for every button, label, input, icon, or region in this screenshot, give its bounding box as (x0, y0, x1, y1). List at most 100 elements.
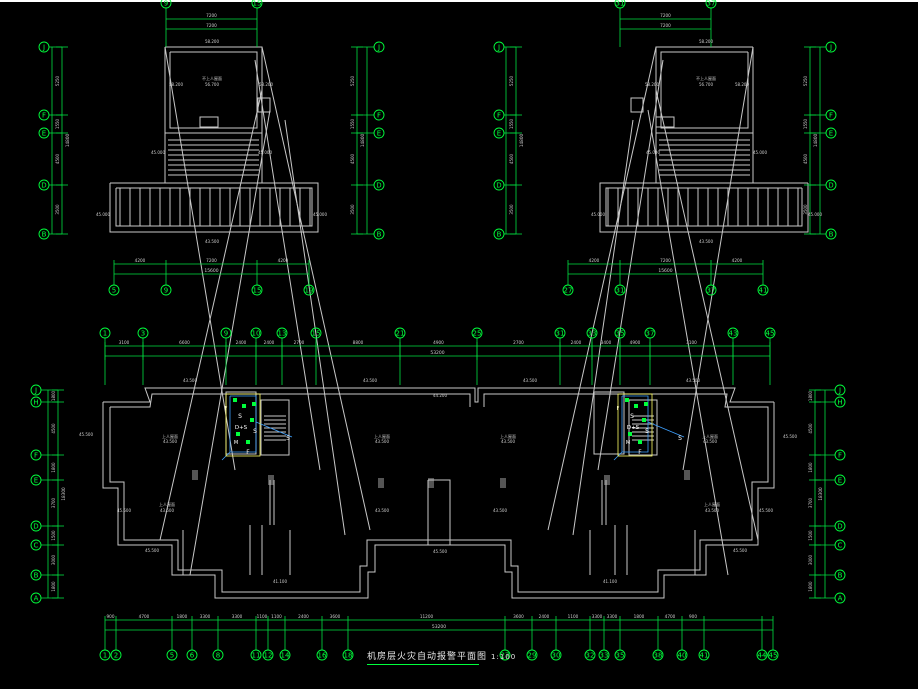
tower-left-slant-1 (164, 46, 236, 471)
top-dims-total: 53200 (430, 350, 444, 356)
devices-right-smoke-2: S (645, 428, 649, 435)
left-axes-axis-0-label: J (34, 387, 37, 395)
left-axes-axis-5-label: C (34, 542, 39, 550)
left-axes-axis-2-label: F (34, 452, 38, 460)
bottom-dims-dim-16: 4700 (665, 614, 676, 619)
bottom-dims-axis-14-bubble (598, 649, 610, 661)
top-axis-9-bubble (586, 327, 598, 339)
elev-sw: 45.500 (117, 508, 131, 513)
upper-mid-l-axis-2-label: E (377, 130, 381, 138)
tower-right-roof-no: 不上人屋面 (696, 75, 716, 81)
upper-mid-r-axis-2-label: E (497, 130, 501, 138)
column-2 (378, 478, 384, 488)
bottom-dims-axis-20-label: 45 (769, 652, 778, 660)
tower-dims-right-axis-2-label: 37 (707, 287, 716, 295)
bottom-dims-dim-8: 3600 (330, 614, 341, 619)
roof-elev-1: 43.500 (163, 439, 177, 444)
roof-label-4: 上人屋面 (702, 433, 718, 439)
devices-left-wire-loop (229, 395, 257, 453)
right-axes-axis-1-label: H (837, 399, 842, 407)
tower-right-elev-deck-l: 45.000 (808, 212, 822, 217)
bottom-dims-axis-5-label: 11 (252, 652, 261, 660)
upper-mid-l-axis-3-label: D (376, 182, 381, 190)
top-axis-4-label: 13 (278, 330, 287, 338)
tower-left-shaft-box (257, 97, 271, 113)
left-axes-dim-3: 3700 (51, 497, 56, 508)
right-axes-dim-3: 3700 (808, 497, 813, 508)
tower-dims-left-axis-3-bubble (303, 284, 315, 296)
elev-center-l: 43.500 (363, 378, 377, 383)
bottom-dims-axis-0-label: 1 (103, 652, 107, 660)
devices-right-wire-loop (621, 395, 649, 453)
tower-left-roof-no: 不上人屋面 (202, 75, 222, 81)
tower-top-left-axis-0-bubble (160, 0, 172, 9)
right-axes-axis-4-bubble (834, 520, 846, 532)
bottom-dims-axis-12-label: 30 (552, 652, 561, 660)
tower-right-machine-room (655, 46, 754, 134)
tower-right-slant-1 (682, 46, 754, 471)
bottom-dims-axis-14-label: 33 (600, 652, 609, 660)
tower-dims-left-axis-3-label: 19 (305, 287, 314, 295)
upper-mid-l-axis-2-bubble (373, 127, 385, 139)
top-axis-3-bubble (250, 327, 262, 339)
tower-right-elev-tower: 56.700 (699, 82, 713, 87)
bottom-dims-dim-1: 4700 (139, 614, 150, 619)
bottom-dims-dim-7: 2400 (298, 614, 309, 619)
devices-right-alarm: F (638, 449, 642, 456)
right-axes-axis-6-bubble (834, 569, 846, 581)
upper-left-axis-2-label: E (42, 130, 46, 138)
top-axis-4-bubble (276, 327, 288, 339)
bottom-dims-dim-10: 3600 (513, 614, 524, 619)
left-axes-axis-6-bubble (30, 569, 42, 581)
upper-left-axis-1-bubble (38, 109, 50, 121)
top-dims-dim-7: 2700 (513, 340, 524, 345)
right-axes-axis-2-bubble (834, 449, 846, 461)
tower-right-elev-deck-b: 43.500 (699, 239, 713, 244)
tower-dims-left-axis-1-label: 9 (164, 287, 168, 295)
top-axis-0-label: 1 (103, 330, 107, 338)
elev-center-r: 43.500 (523, 378, 537, 383)
upper-mid-r-axis-0-label: J (497, 44, 500, 52)
bottom-dims-dim-11: 2400 (539, 614, 550, 619)
bottom-dims-dim-0: 900 (107, 614, 115, 619)
bottom-dims-axis-10-label: 27 (501, 652, 510, 660)
tower-dims-left-axis-2-bubble (251, 284, 263, 296)
upper-right-axis-4-label: B (829, 231, 834, 239)
tower-right-shaft-box (630, 97, 644, 113)
tower-right-elev-right: 58.200 (645, 82, 659, 87)
tower-right-deck (599, 182, 809, 233)
tower-top-right-axis-1-bubble (705, 0, 717, 9)
devices-right-wire-link (647, 421, 685, 438)
tower-right-elev-left: 58.200 (735, 82, 749, 87)
tower-top-left-axis-1-bubble (251, 0, 263, 9)
upper-mid-r-axis-4-bubble (493, 228, 505, 240)
upper-right-axis-2-bubble (825, 127, 837, 139)
left-axes-total: 18300 (61, 487, 66, 501)
upper-mid-r-axis-1-label: F (497, 112, 501, 120)
tower-top-left-axis-0-label: 9 (164, 0, 168, 8)
right-axes-dim-5: 3000 (808, 554, 813, 565)
left-axes-axis-0-bubble (30, 384, 42, 396)
upper-right-total: 14800 (813, 134, 818, 148)
top-dims-dim-10: 4900 (630, 340, 641, 345)
bottom-dims-dim-6: 1100 (271, 614, 282, 619)
tower-right-elev-deck-r: 45.000 (591, 212, 605, 217)
left-axes-axis-7-bubble (30, 592, 42, 604)
devices-right-combo: D+S (627, 425, 640, 431)
upper-mid-r-dim-1: 1550 (509, 118, 514, 129)
left-axes-axis-6-label: B (34, 572, 39, 580)
devices-left-module-2 (250, 418, 254, 422)
devices-right-module-2 (642, 418, 646, 422)
top-axis-11-label: 37 (646, 330, 655, 338)
left-axes-axis-3-label: E (34, 477, 38, 485)
upper-left-axis-3-bubble (38, 179, 50, 191)
bottom-dims-axis-19-label: 44 (758, 652, 767, 660)
devices-right-module-5 (644, 402, 648, 406)
right-axes-dim-4: 1500 (808, 530, 813, 541)
tower-dims-left-axis-0-label: 5 (112, 287, 116, 295)
tower-dims-left-dim-0: 4200 (135, 258, 146, 263)
roof-label-1: 上人屋面 (162, 433, 178, 439)
devices-left-wire-link (255, 421, 293, 438)
top-axis-6-label: 21 (396, 330, 405, 338)
